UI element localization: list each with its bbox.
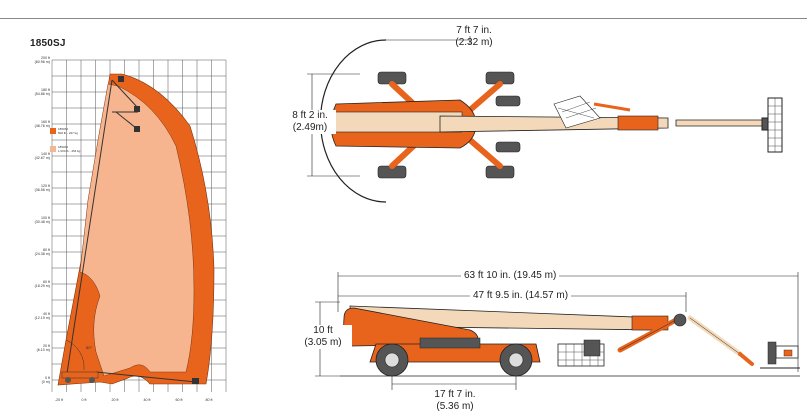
chart-platform-icons <box>118 76 199 384</box>
y-label-40: 40 ft(12.19 m) <box>34 312 50 321</box>
swing-width-label: 7 ft 7 in.(2.32 m) <box>455 25 493 48</box>
y-label-20: 20 ft(6.10 m) <box>36 344 50 353</box>
y-label-200: 200 ft(60.96 m) <box>34 56 50 65</box>
legend-500lb-name: 1850SJ <box>58 127 69 131</box>
x-label-20: 20 ft <box>111 398 119 402</box>
wheelbase-label: 17 ft 7 in.(5.36 m) <box>426 389 484 413</box>
y-label-0: 0 ft(0 m) <box>41 376 50 385</box>
side-view-end-platform <box>760 341 800 369</box>
x-label-0: 0 ft <box>81 398 87 402</box>
top-view-tires <box>377 71 521 179</box>
envelope-1000lb <box>79 83 195 377</box>
y-label-140: 140 ft(42.67 m) <box>34 152 50 161</box>
boom-angle-label: 80° <box>86 345 93 350</box>
y-label-80: 80 ft(24.38 m) <box>34 248 50 257</box>
side-view-chassis <box>369 343 541 363</box>
side-view-wheels <box>375 343 533 377</box>
height-label: 10 ft(3.05 m) <box>294 325 352 349</box>
y-label-160: 160 ft(48.76 m) <box>34 120 50 129</box>
side-view-jib <box>617 315 754 366</box>
width-label: 8 ft 2 in.(2.49m) <box>284 110 336 134</box>
chart-legend-swatches <box>50 128 56 152</box>
top-view-basket <box>761 97 783 153</box>
side-view-stowed-basket <box>557 339 605 367</box>
legend-1000lb-load: 1,000 lb - 454 kg <box>58 149 81 153</box>
y-label-60: 60 ft(18.29 m) <box>34 280 50 289</box>
x-label-60: 60 ft <box>175 398 183 402</box>
chart-machine-base <box>61 371 99 383</box>
y-label-100: 100 ft(30.48 m) <box>34 216 50 225</box>
legend-1000lb-name: 1850SJ <box>58 145 69 149</box>
x-label-neg20: -20 ft <box>54 398 64 402</box>
stowed-length-label: 47 ft 9.5 in. (14.57 m) <box>470 290 572 302</box>
y-label-120: 120 ft(36.58 m) <box>34 184 50 193</box>
overall-length-label: 63 ft 10 in. (19.45 m) <box>461 270 560 282</box>
x-label-80: 80 ft <box>205 398 213 402</box>
top-view-folded-platform <box>553 95 631 129</box>
legend-500lb-load: 500 lb - 227 kg <box>58 131 78 135</box>
header-rule <box>0 18 807 19</box>
chart-boom-lines <box>65 79 197 383</box>
y-label-180: 180 ft(54.86 m) <box>34 88 50 97</box>
model-title: 1850SJ <box>30 38 66 49</box>
jib-pivot <box>673 313 687 327</box>
x-label-40: 40 ft <box>143 398 151 402</box>
